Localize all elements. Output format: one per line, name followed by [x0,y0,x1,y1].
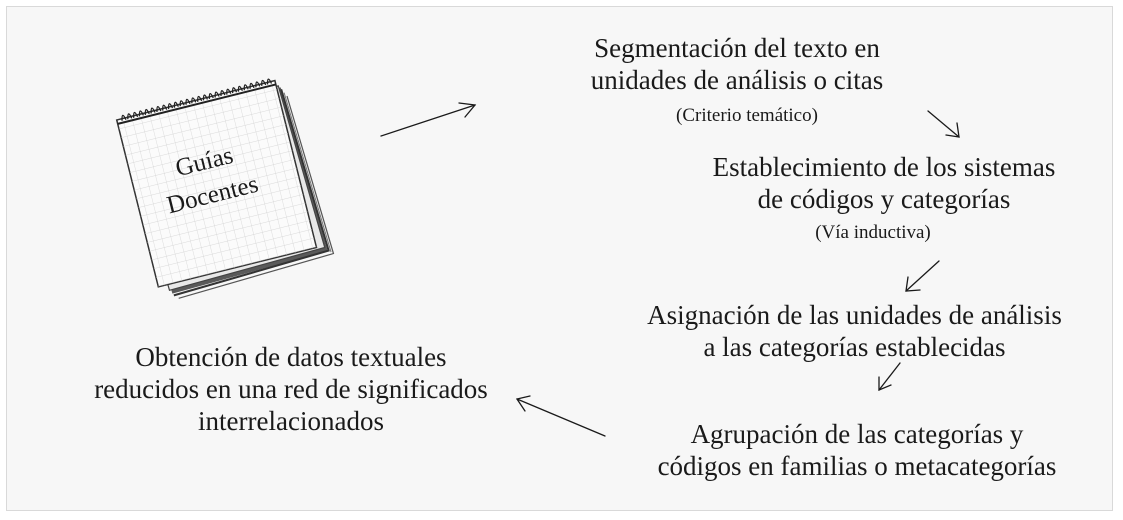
arrow-step4-to-step5 [515,395,606,437]
step2-line2: de códigos y categorías [757,183,1011,214]
step1-text: Segmentación del texto en unidades de an… [567,33,907,97]
step4-text: Agrupación de las categorías y códigos e… [617,419,1097,483]
diagram-frame: Guías Docentes [6,6,1113,511]
step5-line3: interrelacionados [198,405,384,436]
step1-line1: Segmentación del texto en [594,33,880,63]
step3-line2: a las categorías establecidas [703,331,1006,362]
arrow-notebook-to-step1 [380,102,477,137]
step2-text: Establecimiento de los sistemas de códig… [679,152,1089,216]
step1-line2: unidades de análisis o citas [590,64,884,95]
step2-line1: Establecimiento de los sistemas [712,152,1056,182]
step4-line1: Agrupación de las categorías y [690,419,1024,449]
step2-note: (Vía inductiva) [815,222,931,243]
step5-text: Obtención de datos textuales reducidos e… [61,342,521,438]
arrow-step2-to-step3 [905,260,940,292]
step5-line1: Obtención de datos textuales [135,342,447,372]
step3-line1: Asignación de las unidades de análisis [647,300,1062,330]
step5-line2: reducidos en una red de significados [94,373,488,404]
arrow-step1-to-step2 [927,110,960,138]
notebook-icon [115,78,335,299]
arrow-step3-to-step4 [878,362,901,391]
step3-text: Asignación de las unidades de análisis a… [607,300,1102,364]
step4-line2: códigos en familias o metacategorías [657,450,1057,481]
step1-note: (Criterio temático) [676,105,818,126]
flow-arrows [380,102,960,437]
